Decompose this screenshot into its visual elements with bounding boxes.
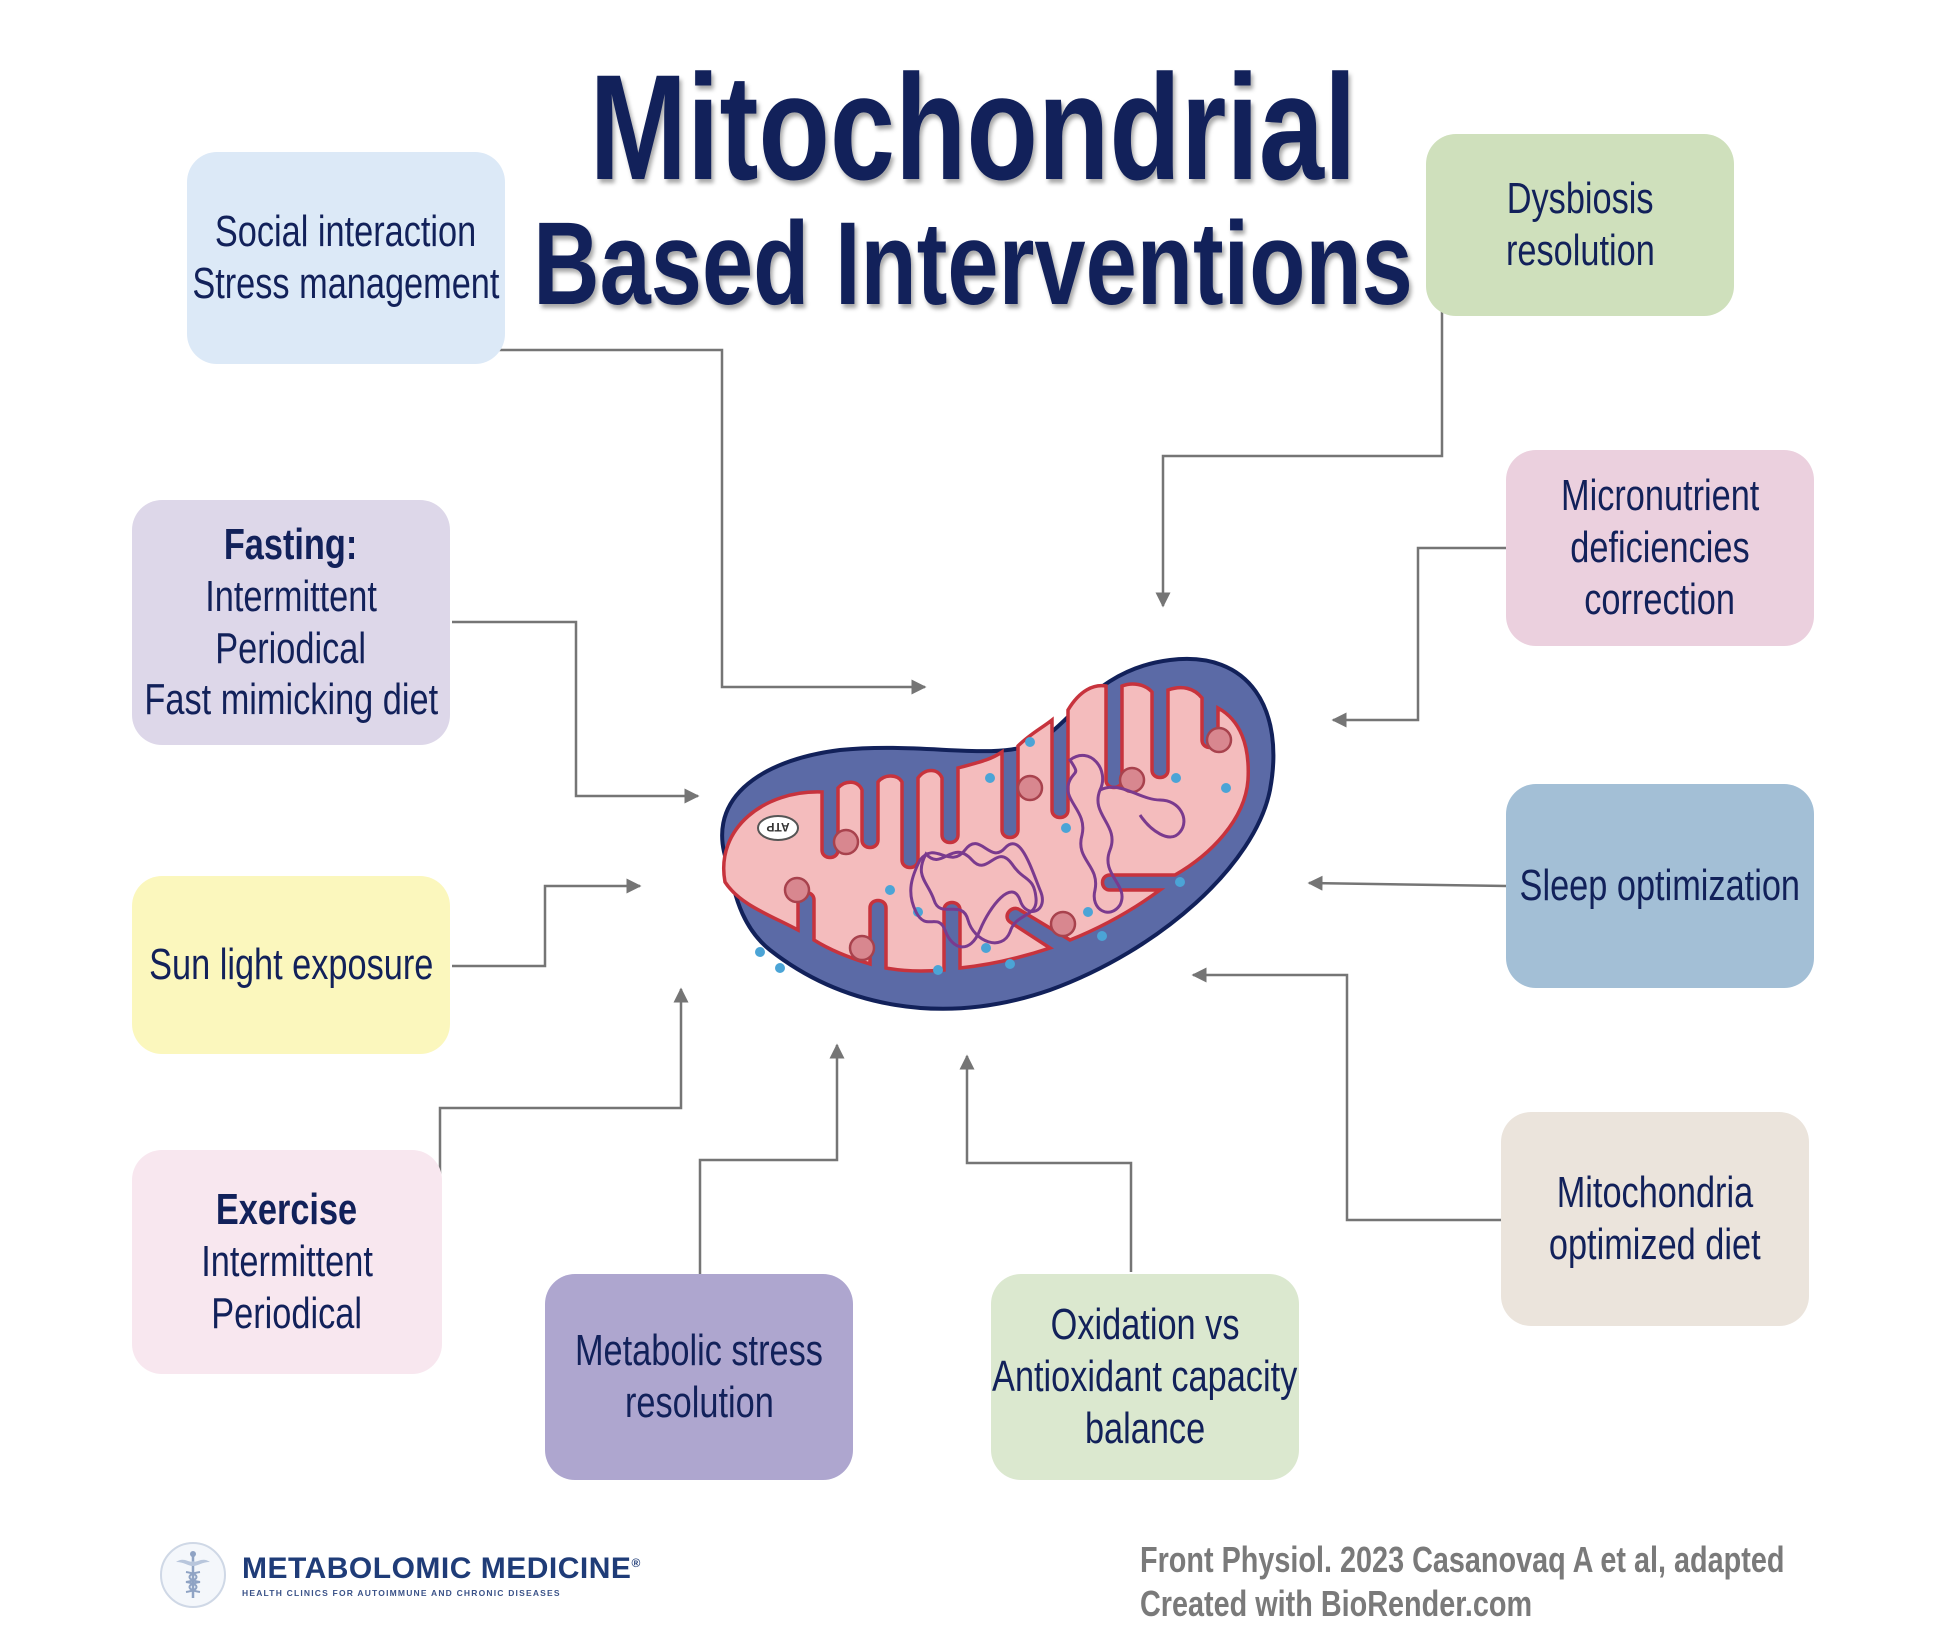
node-exercise-line-1: Intermittent	[201, 1237, 373, 1287]
node-exercise-heading: Exercise	[216, 1185, 358, 1235]
node-metabolic-line-1: Metabolic stress	[575, 1326, 823, 1376]
node-metabolic: Metabolic stress resolution	[545, 1274, 853, 1480]
node-fasting-line-3: Fast mimicking diet	[144, 675, 438, 725]
node-micronutrient-line-3: correction	[1584, 574, 1736, 624]
footer-credit: Created with BioRender.com	[1140, 1582, 1533, 1624]
dna-strands	[909, 753, 1186, 949]
arrow-diet	[1191, 967, 1502, 1222]
node-sleep: Sleep optimization	[1506, 784, 1814, 988]
node-diet-line-2: optimized diet	[1549, 1220, 1761, 1269]
logo: METABOLOMIC MEDICINE® HEALTH CLINICS FOR…	[160, 1542, 641, 1608]
arrow-sleep	[1307, 875, 1508, 891]
node-fasting-heading: Fasting:	[224, 519, 358, 569]
arrow-metabolic	[698, 1043, 845, 1275]
arrow-social	[488, 348, 927, 695]
node-oxidation-line-2: Antioxidant capacity	[992, 1352, 1298, 1402]
node-exercise-line-2: Periodical	[211, 1288, 363, 1338]
node-micronutrient-line-2: deficiencies	[1570, 523, 1750, 573]
node-diet: Mitochondria optimized diet	[1501, 1112, 1809, 1326]
node-oxidation-line-1: Oxidation vs	[1050, 1300, 1240, 1350]
node-metabolic-line-2: resolution	[624, 1378, 774, 1427]
arrow-dysbiosis	[1155, 308, 1444, 608]
node-fasting-line-1: Intermittent	[205, 571, 377, 621]
node-sleep-line-1: Sleep optimization	[1519, 861, 1801, 911]
arrow-oxidation	[959, 1054, 1133, 1272]
node-social-line-1: Social interaction	[215, 207, 477, 257]
node-social-line-2: Stress management	[192, 259, 500, 308]
arrow-micronutrient	[1331, 546, 1507, 728]
caduceus-icon	[160, 1542, 226, 1608]
atp-badge	[757, 815, 799, 841]
registered-mark: ®	[631, 1556, 641, 1570]
node-fasting-line-2: Periodical	[215, 623, 367, 673]
node-sunlight: Sun light exposure	[132, 876, 450, 1054]
node-exercise: Exercise Intermittent Periodical	[132, 1150, 442, 1374]
logo-name: METABOLOMIC MEDICINE®	[242, 1552, 641, 1585]
node-oxidation: Oxidation vs Antioxidant capacity balanc…	[991, 1274, 1299, 1480]
node-sunlight-line-1: Sun light exposure	[148, 940, 434, 990]
node-micronutrient-line-1: Micronutrient	[1560, 471, 1760, 521]
title-line-1: Mitochondrial	[589, 43, 1357, 211]
node-dysbiosis-line-2: resolution	[1505, 226, 1655, 275]
atp-label: ATP	[766, 820, 789, 834]
node-dysbiosis: Dysbiosis resolution	[1426, 134, 1734, 316]
footer-citation: Front Physiol. 2023 Casanovaq A et al, a…	[1140, 1539, 1785, 1580]
arrow-sunlight	[452, 878, 642, 968]
node-oxidation-line-3: balance	[1084, 1403, 1206, 1453]
node-micronutrient: Micronutrient deficiencies correction	[1506, 450, 1814, 646]
mitochondrion-illustration: ATP	[720, 656, 1276, 1011]
arrow-exercise	[438, 987, 689, 1228]
logo-tagline: HEALTH CLINICS FOR AUTOIMMUNE AND CHRONI…	[242, 1588, 561, 1598]
arrow-fasting	[452, 620, 700, 804]
granules	[783, 726, 1233, 962]
node-social: Social interaction Stress management	[187, 152, 505, 364]
node-diet-line-1: Mitochondria	[1556, 1168, 1754, 1218]
node-dysbiosis-line-1: Dysbiosis	[1506, 174, 1654, 224]
title-line-2: Based Interventions	[533, 198, 1413, 330]
footer-citation-block: Front Physiol. 2023 Casanovaq A et al, a…	[1140, 1538, 1784, 1626]
node-fasting: Fasting: Intermittent Periodical Fast mi…	[132, 500, 450, 745]
